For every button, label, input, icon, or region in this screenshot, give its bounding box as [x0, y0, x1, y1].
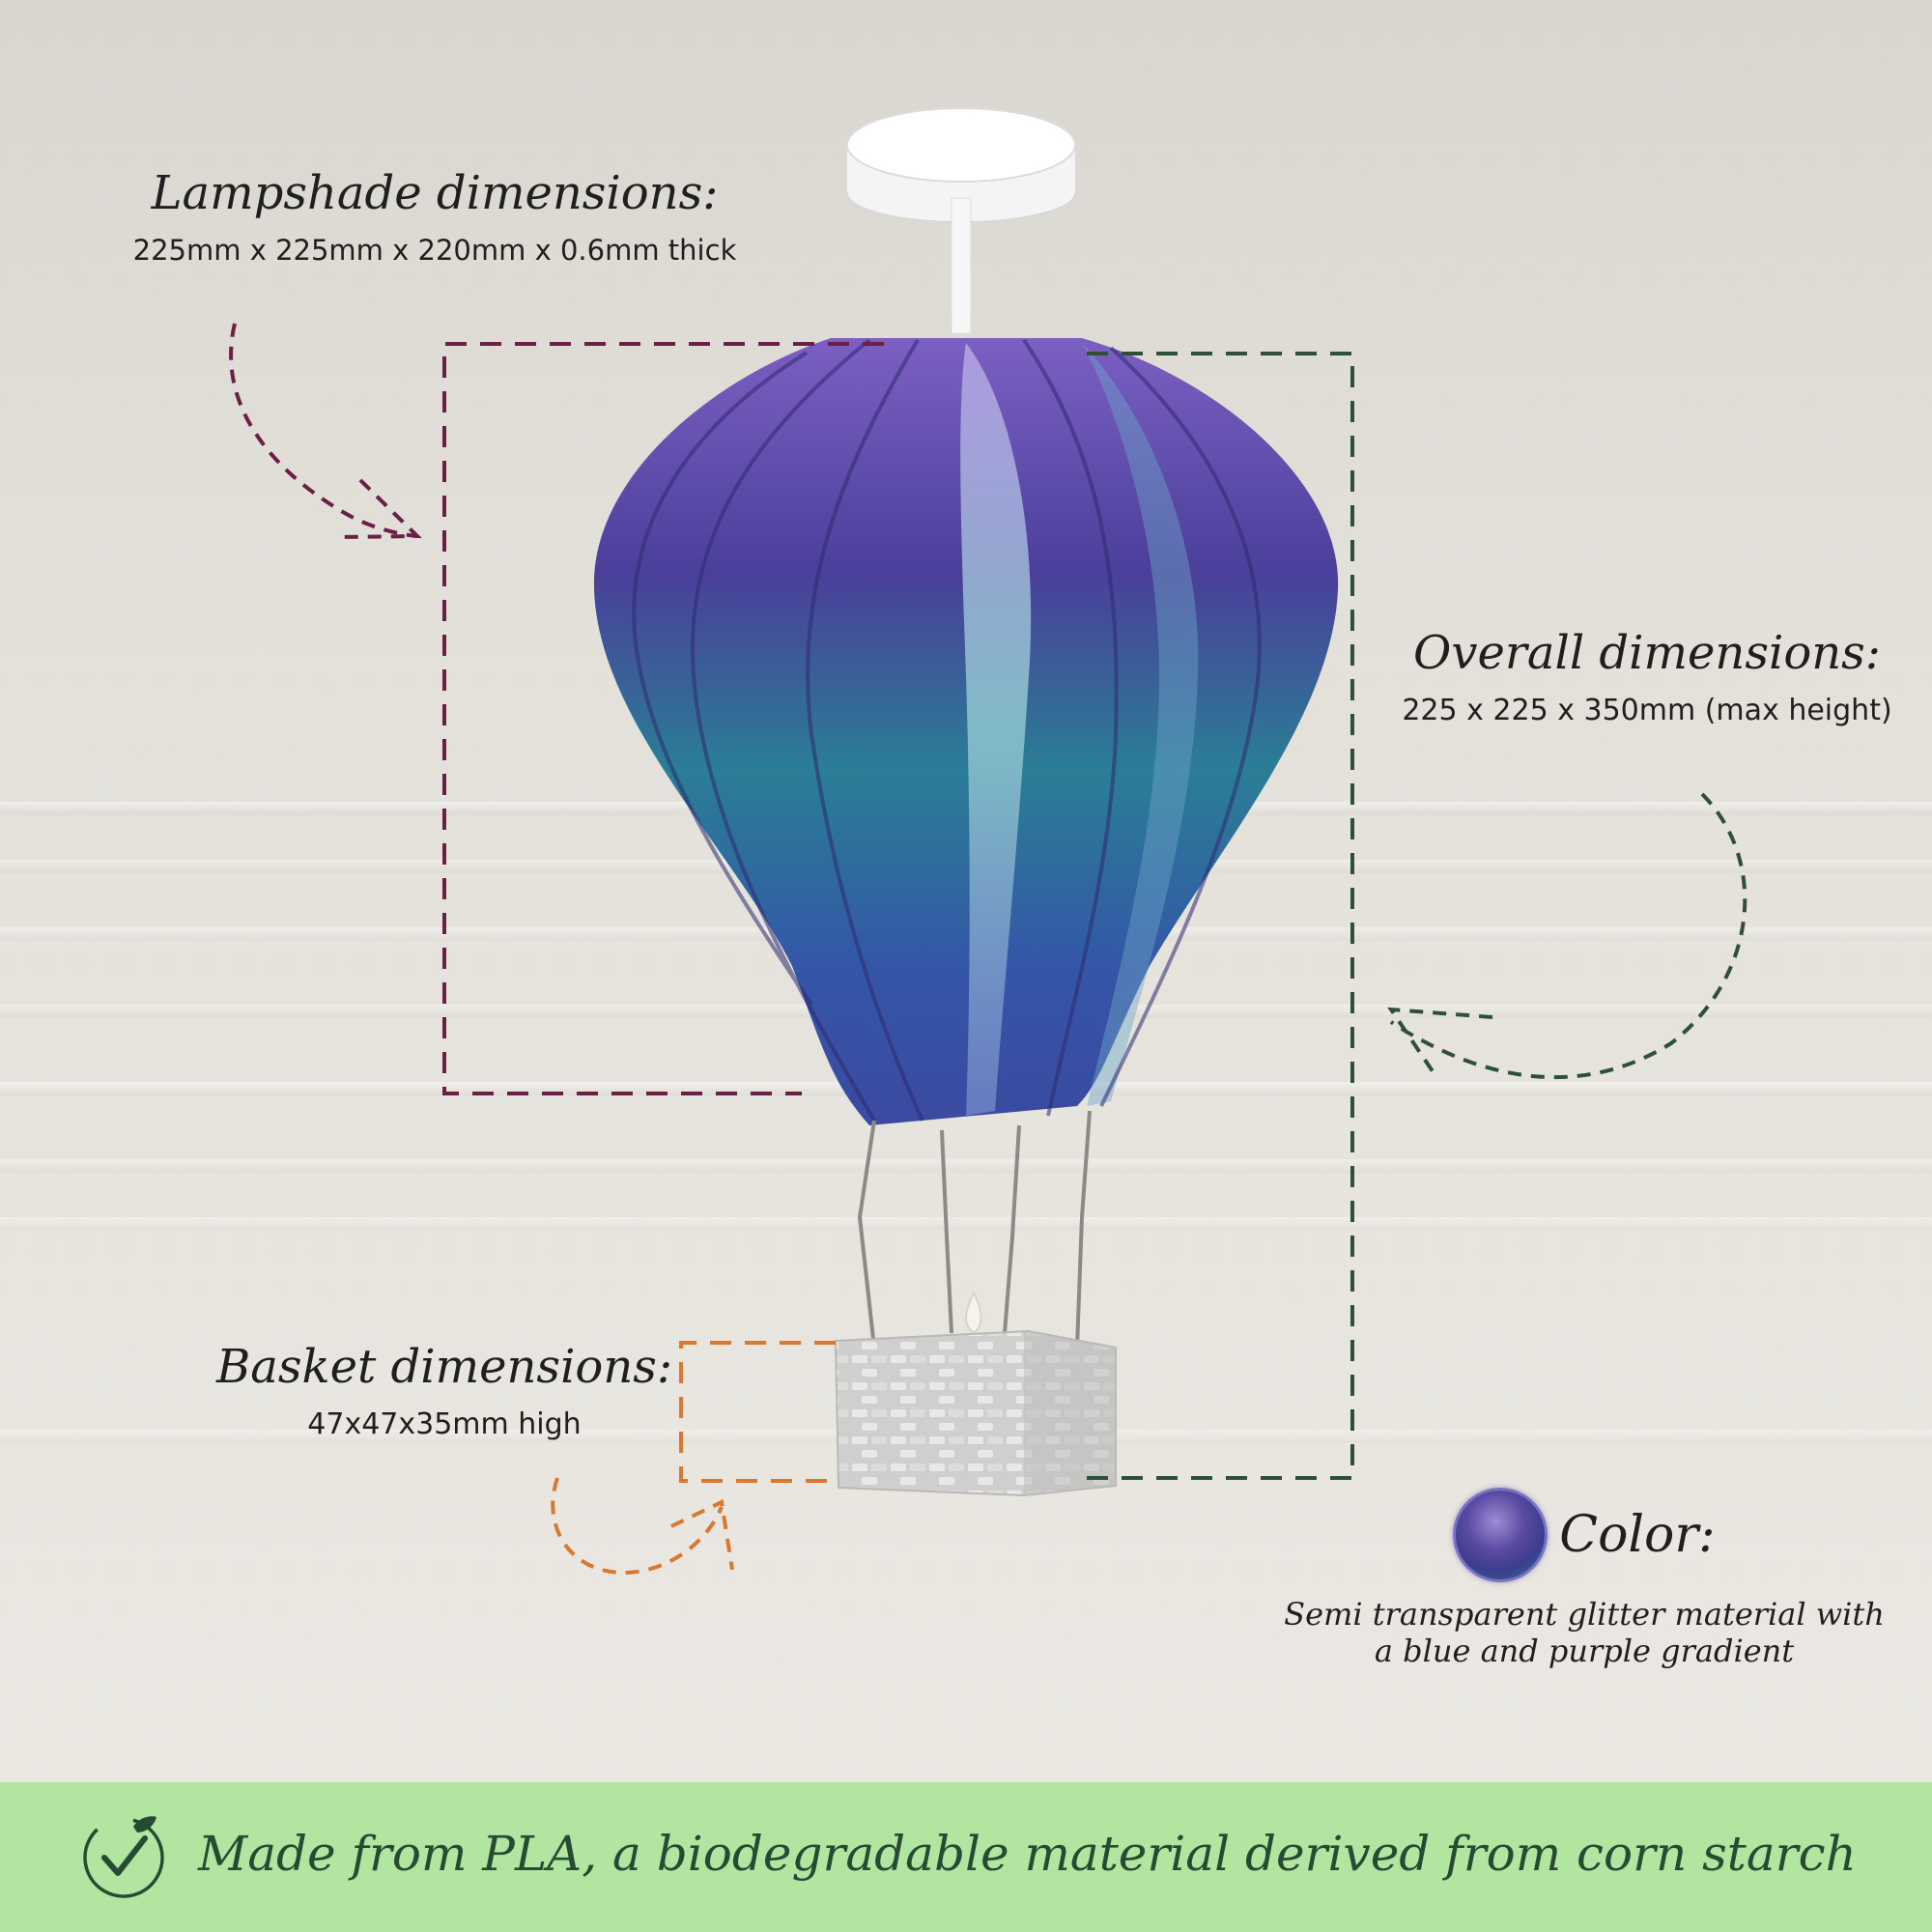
lampshade-dimensions-label: Lampshade dimensions: 225mm x 225mm x 22… [97, 166, 773, 267]
color-description: Semi transparent glitter material with a… [1265, 1596, 1903, 1669]
basket-strings [857, 1110, 1092, 1349]
overall-arrow [1387, 792, 1747, 1080]
basket-arrow [551, 1477, 734, 1576]
basket-dimensions-detail: 47x47x35mm high [307, 1407, 582, 1441]
lampshade-dimensions-heading: Lampshade dimensions: [151, 166, 719, 220]
leaf-check-icon [83, 1816, 164, 1898]
footer-banner: Made from PLA, a biodegradable material … [0, 1782, 1932, 1932]
balloon-lampshade [593, 338, 1339, 1125]
color-description-line-1: Semi transparent glitter material with [1284, 1596, 1885, 1633]
overall-dimensions-label: Overall dimensions: 225 x 225 x 350mm (m… [1343, 626, 1932, 727]
color-heading: Color: [1559, 1506, 1716, 1564]
basket-dimensions-heading: Basket dimensions: [215, 1340, 673, 1394]
lampshade-dimension-box [442, 342, 884, 1095]
basket [834, 1329, 1117, 1497]
basket-dimensions-label: Basket dimensions: 47x47x35mm high [193, 1340, 696, 1441]
lampshade-arrow [229, 323, 422, 539]
footer-text: Made from PLA, a biodegradable material … [198, 1826, 1857, 1882]
overall-dimensions-heading: Overall dimensions: [1413, 626, 1881, 680]
candle-flame [965, 1290, 982, 1335]
color-description-line-2: a blue and purple gradient [1374, 1633, 1795, 1669]
color-info: Color: Semi transparent glitter material… [1265, 1488, 1903, 1669]
color-row: Color: [1265, 1488, 1903, 1582]
basket-dimension-box [679, 1341, 836, 1483]
lampshade-dimensions-detail: 225mm x 225mm x 220mm x 0.6mm thick [132, 234, 737, 267]
overall-dimensions-detail: 225 x 225 x 350mm (max height) [1402, 694, 1892, 727]
ceiling-mount [846, 107, 1076, 334]
color-swatch [1453, 1488, 1548, 1582]
